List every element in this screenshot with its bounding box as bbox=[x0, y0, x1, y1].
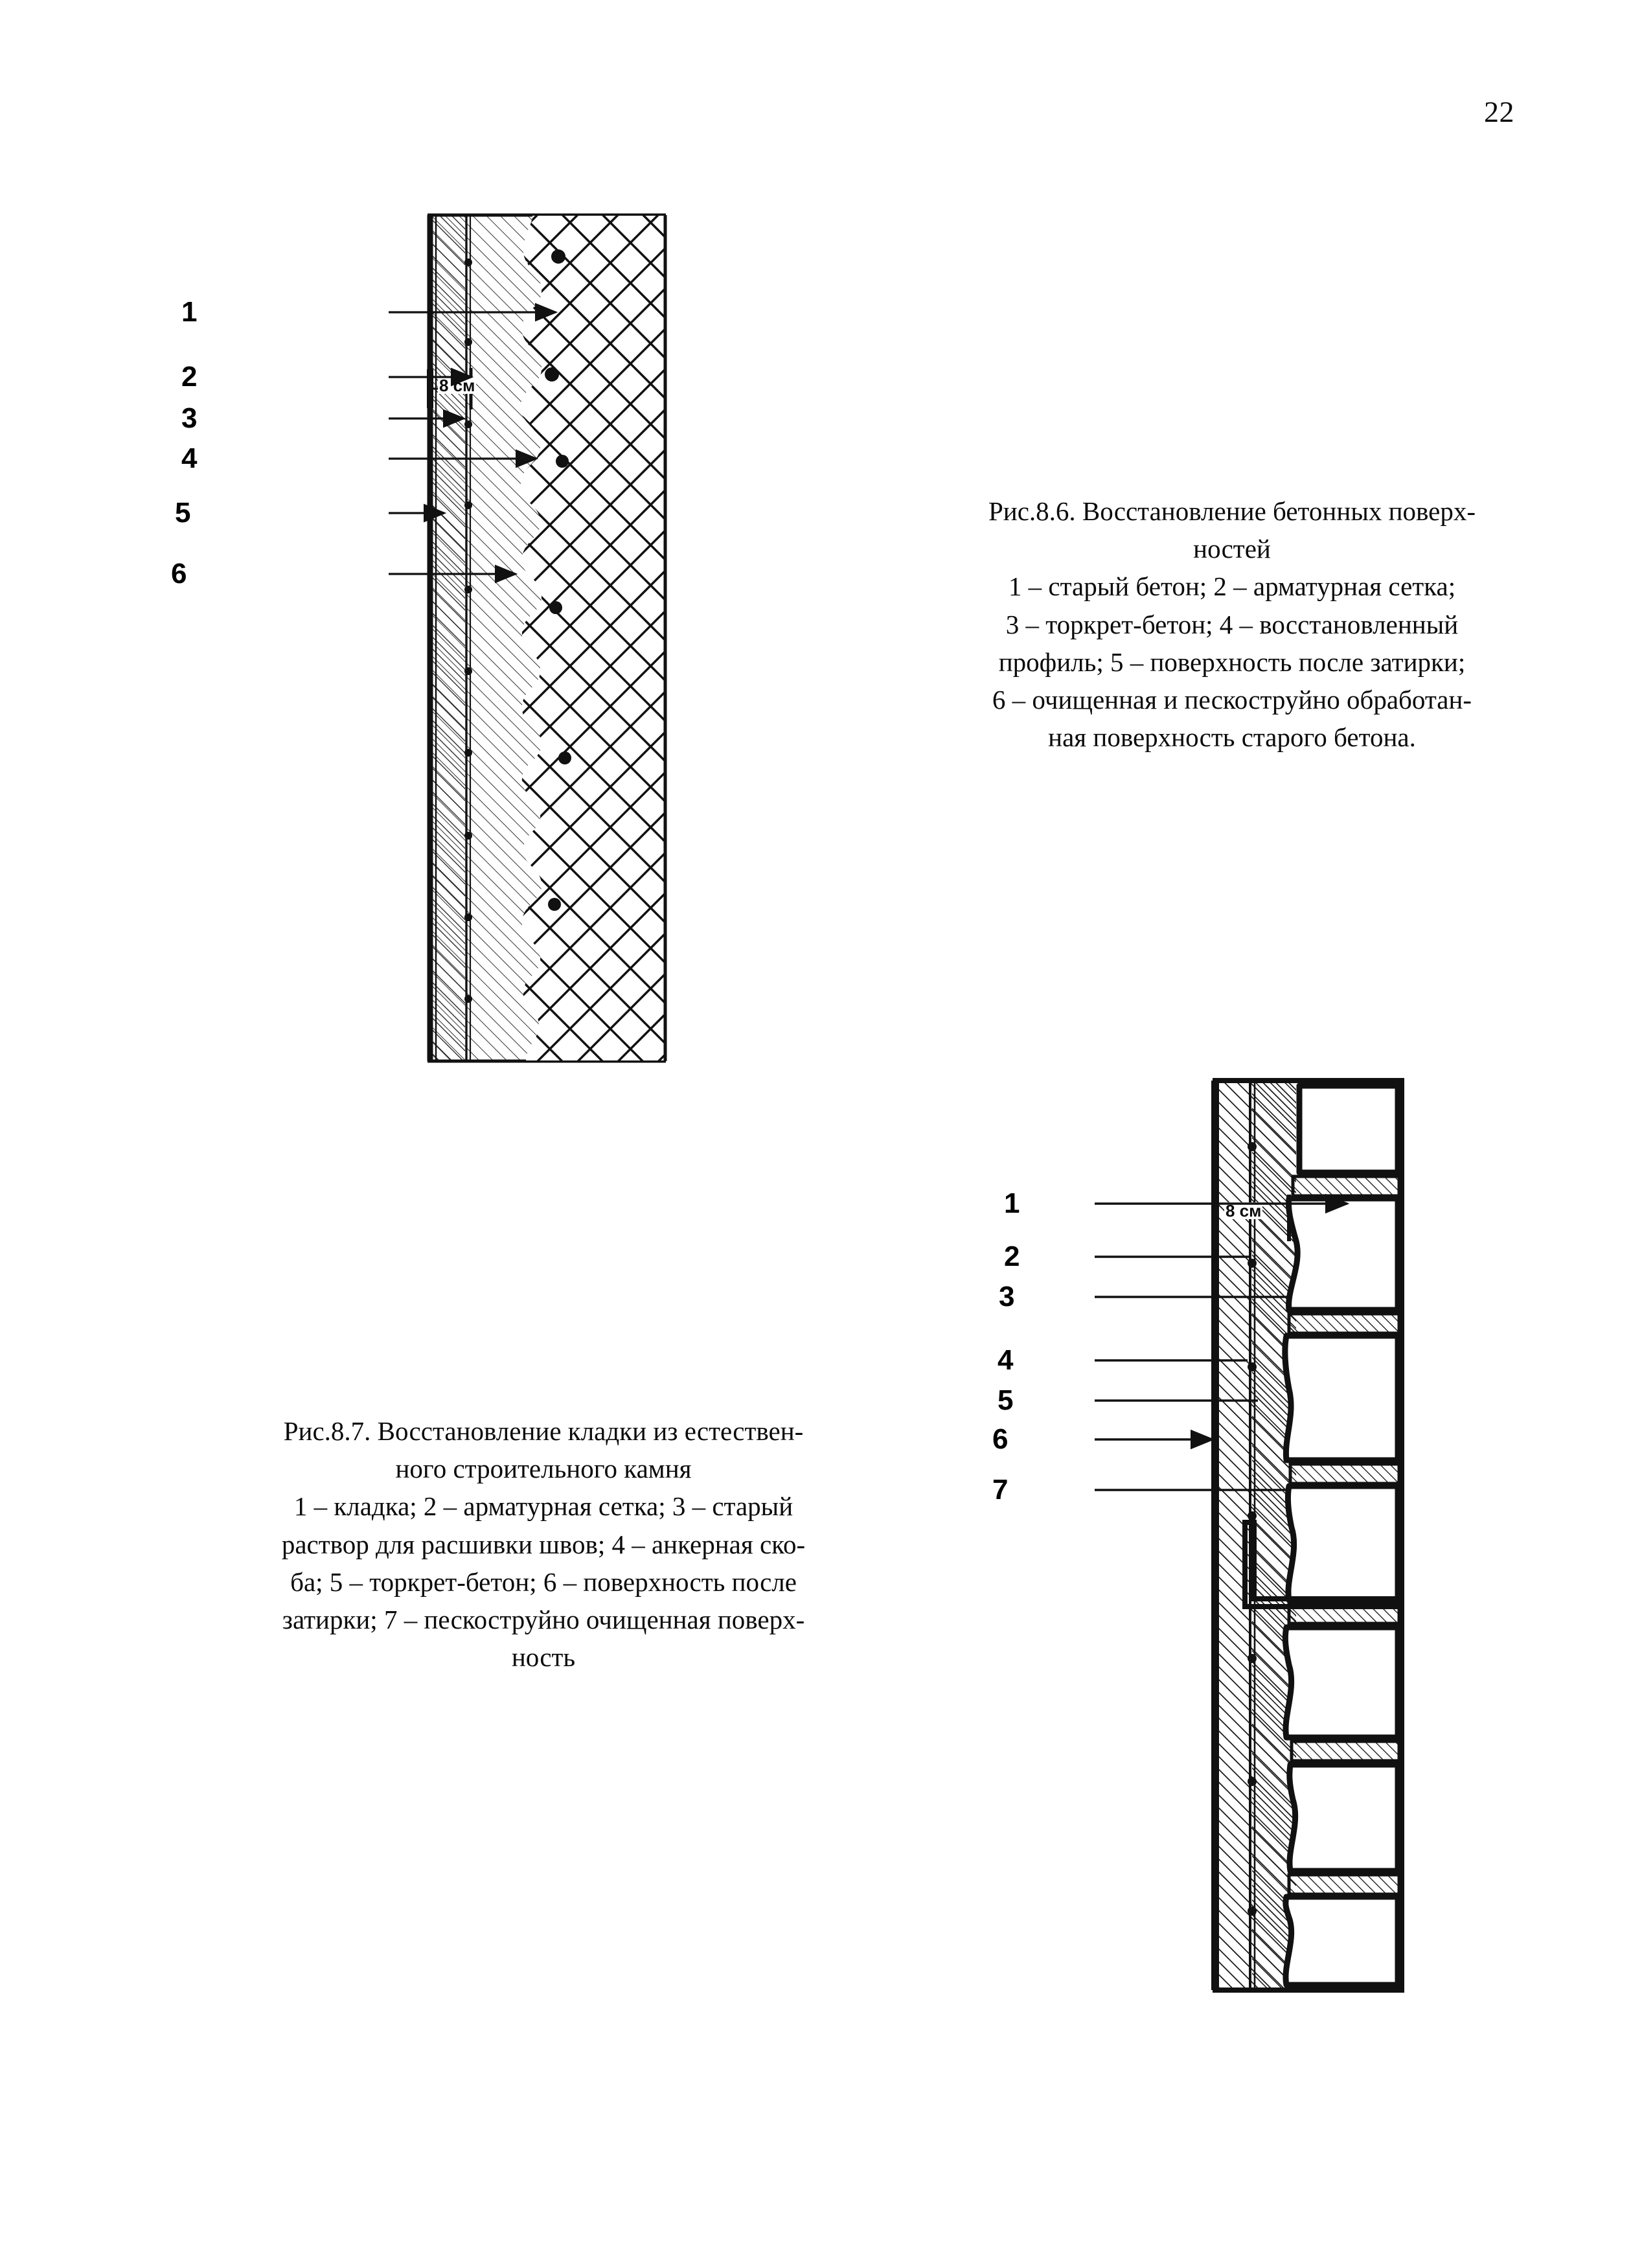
figure-8-6-diagram: 8 см 1 2 3 4 5 6 bbox=[171, 201, 674, 1075]
old-concrete-hatch-region bbox=[520, 216, 665, 1060]
figure-8-7-caption: Рис.8.7. Восстановление кладки из естест… bbox=[179, 1412, 908, 1677]
caption87-legend-line-3: ба; 5 – торкрет-бетон; 6 – поверхность п… bbox=[290, 1566, 797, 1597]
caption-legend-line-1: 1 – старый бетон; 2 – арматурная сетка; bbox=[1008, 571, 1456, 602]
page-number: 22 bbox=[1484, 95, 1514, 128]
caption87-legend-line-2: раствор для расшивки швов; 4 – анкерная … bbox=[281, 1529, 806, 1559]
caption-title-line-2: ностей bbox=[1193, 534, 1271, 564]
figure-8-7-diagram: 8 см 1 2 3 4 5 6 bbox=[992, 1069, 1406, 2002]
callout-number-2-fig87: 2 bbox=[1004, 1241, 1020, 1272]
aggregate-marks bbox=[545, 249, 571, 911]
dimension-label-8cm-fig86: 8 см bbox=[438, 376, 477, 395]
caption-legend-line-4: 6 – очищенная и пескоструйно обработан- bbox=[992, 685, 1472, 715]
mesh-node-dots-fig87 bbox=[1248, 1142, 1257, 1916]
figure-8-6-drawing bbox=[427, 213, 667, 1063]
caption87-legend-line-5: ность bbox=[511, 1642, 576, 1673]
callout-number-1-fig87: 1 bbox=[1004, 1187, 1020, 1219]
mesh-node-dots bbox=[464, 258, 472, 1003]
masonry-stone-blocks bbox=[1282, 1082, 1401, 1988]
caption87-legend-line-4: затирки; 7 – пескоструйно очищенная пове… bbox=[282, 1605, 805, 1635]
callout-number-5-fig86: 5 bbox=[175, 497, 191, 529]
caption-title-line-1: Рис.8.6. Восстановление бетонных поверх- bbox=[988, 496, 1476, 526]
callout-number-1-fig86: 1 bbox=[181, 296, 198, 328]
callout-number-5-fig87: 5 bbox=[998, 1384, 1014, 1416]
troweled-surface-band bbox=[431, 215, 465, 1061]
callout-number-4-fig87: 4 bbox=[998, 1344, 1014, 1376]
caption-legend-line-2: 3 – торкрет-бетон; 4 – восстановленный bbox=[1005, 609, 1459, 639]
callout-number-3-fig87: 3 bbox=[999, 1281, 1015, 1312]
caption87-title-line-1: Рис.8.7. Восстановление кладки из естест… bbox=[283, 1416, 804, 1446]
callout-number-2-fig86: 2 bbox=[181, 361, 198, 393]
caption87-legend-line-1: 1 – кладка; 2 – арматурная сетка; 3 – ст… bbox=[293, 1491, 793, 1522]
callout-number-7-fig87: 7 bbox=[992, 1474, 1009, 1506]
figure-8-6-caption: Рис.8.6. Восстановление бетонных поверх-… bbox=[902, 492, 1562, 757]
caption-legend-line-3: профиль; 5 – поверхность после затирки; bbox=[998, 647, 1466, 677]
callout-number-6-fig86: 6 bbox=[171, 558, 187, 590]
caption87-title-line-2: ного строительного камня bbox=[395, 1454, 692, 1484]
dimension-label-8cm-fig87: 8 см bbox=[1224, 1201, 1263, 1220]
anchor-bracket bbox=[1242, 1520, 1402, 1609]
mortar-joints bbox=[1287, 1174, 1401, 1896]
callout-number-4-fig86: 4 bbox=[181, 442, 198, 474]
callout-number-3-fig86: 3 bbox=[181, 402, 198, 434]
callout-number-6-fig87: 6 bbox=[992, 1423, 1009, 1455]
caption-legend-line-5: ная поверхность старого бетона. bbox=[1048, 722, 1416, 753]
